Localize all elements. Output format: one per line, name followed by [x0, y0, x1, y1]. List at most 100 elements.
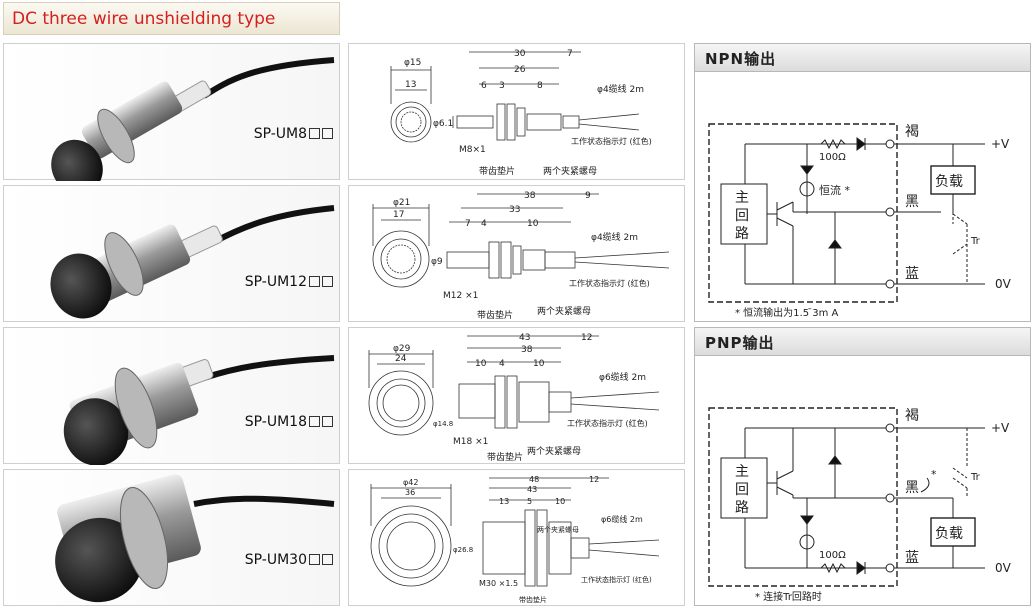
product-panel-um12: SP-UM12 — [3, 185, 340, 322]
dimension-drawing-um12: φ21 17 38 9 33 7 4 10 φ9 M12 ×1 φ4缆线 2m … — [348, 185, 685, 322]
svg-text:30: 30 — [514, 49, 526, 59]
svg-text:褐: 褐 — [905, 408, 919, 424]
svg-text:带齿垫片: 带齿垫片 — [487, 451, 523, 463]
svg-text:8: 8 — [537, 81, 543, 91]
sensor-photo — [50, 205, 335, 319]
svg-text:黑: 黑 — [905, 194, 919, 210]
svg-text:工作状态指示灯 (红色): 工作状态指示灯 (红色) — [581, 575, 652, 584]
svg-text:φ42: φ42 — [403, 478, 418, 487]
svg-text:黑: 黑 — [905, 480, 919, 496]
svg-text:恒流 *: 恒流 * — [819, 183, 850, 197]
svg-text:33: 33 — [509, 205, 520, 215]
svg-text:12: 12 — [589, 475, 599, 484]
svg-text:带齿垫片: 带齿垫片 — [479, 165, 515, 177]
npn-header: NPN输出 — [695, 44, 1030, 72]
svg-text:工作状态指示灯 (红色): 工作状态指示灯 (红色) — [571, 136, 652, 146]
svg-text:φ14.8: φ14.8 — [433, 420, 453, 428]
model-label-um18: SP-UM18 — [245, 414, 333, 430]
dimension-drawing-um30: φ42 36 48 12 43 13 5 10 φ26.8 M30 ×1.5 φ… — [348, 469, 685, 606]
svg-text:两个夹紧螺母: 两个夹紧螺母 — [527, 445, 581, 457]
svg-text:10: 10 — [475, 359, 487, 369]
svg-text:φ21: φ21 — [393, 198, 410, 208]
svg-text:7: 7 — [465, 219, 471, 229]
dimension-drawing-um8: φ15 13 30 7 26 6 3 8 φ6.1 M8×1 φ4缆线 2m 工… — [348, 43, 685, 180]
svg-text:10: 10 — [527, 219, 539, 229]
svg-text:两个夹紧螺母: 两个夹紧螺母 — [537, 525, 579, 534]
model-label-um8: SP-UM8 — [254, 126, 333, 142]
npn-circuit-svg: 主 回 路 褐 黑 蓝 +V 0V 负载 100Ω 恒流 * Tr * 恒流输出… — [708, 123, 1012, 319]
svg-text:*: * — [931, 468, 937, 481]
svg-text:36: 36 — [405, 488, 415, 497]
svg-text:φ29: φ29 — [393, 344, 411, 354]
svg-text:φ15: φ15 — [404, 58, 421, 68]
svg-text:+V: +V — [991, 421, 1010, 435]
svg-text:43: 43 — [519, 333, 530, 343]
svg-text:φ9: φ9 — [431, 257, 443, 267]
svg-text:M12 ×1: M12 ×1 — [443, 291, 478, 301]
svg-text:10: 10 — [555, 497, 565, 506]
page-title: DC three wire unshielding type — [12, 9, 276, 29]
svg-text:φ4缆线 2m: φ4缆线 2m — [591, 231, 638, 243]
pnp-header: PNP输出 — [695, 328, 1030, 356]
svg-text:9: 9 — [585, 191, 591, 201]
svg-text:7: 7 — [567, 49, 573, 59]
svg-text:48: 48 — [529, 475, 539, 484]
svg-text:* 连接Tr回路时: * 连接Tr回路时 — [755, 590, 822, 603]
dimension-svg: φ29 24 43 12 38 10 4 10 φ14.8 M18 ×1 φ6缆… — [368, 333, 660, 463]
svg-text:φ4缆线 2m: φ4缆线 2m — [597, 83, 644, 95]
product-panel-um8: SP-UM8 — [3, 43, 340, 181]
svg-text:回: 回 — [735, 208, 749, 224]
svg-text:蓝: 蓝 — [905, 550, 919, 566]
title-bar: DC three wire unshielding type — [3, 2, 340, 35]
dimension-svg: φ42 36 48 12 43 13 5 10 φ26.8 M30 ×1.5 φ… — [370, 475, 660, 604]
svg-text:褐: 褐 — [905, 124, 919, 140]
svg-text:带齿垫片: 带齿垫片 — [477, 309, 513, 321]
svg-text:5: 5 — [527, 497, 532, 506]
svg-text:带齿垫片: 带齿垫片 — [519, 595, 547, 604]
svg-text:工作状态指示灯 (红色): 工作状态指示灯 (红色) — [567, 418, 648, 428]
svg-text:4: 4 — [499, 359, 505, 369]
svg-text:φ6缆线 2m: φ6缆线 2m — [599, 371, 646, 383]
svg-text:100Ω: 100Ω — [819, 152, 846, 163]
svg-text:负载: 负载 — [935, 526, 963, 542]
svg-text:两个夹紧螺母: 两个夹紧螺母 — [537, 305, 591, 317]
svg-text:4: 4 — [481, 219, 487, 229]
svg-text:蓝: 蓝 — [905, 266, 919, 282]
svg-text:主: 主 — [735, 464, 749, 480]
svg-text:φ6缆线 2m: φ6缆线 2m — [601, 514, 643, 524]
svg-text:φ6.1: φ6.1 — [433, 119, 453, 129]
product-panel-um18: SP-UM18 — [3, 327, 340, 465]
svg-text:回: 回 — [735, 482, 749, 498]
svg-text:+V: +V — [991, 137, 1010, 151]
svg-text:两个夹紧螺母: 两个夹紧螺母 — [543, 165, 597, 177]
svg-text:主: 主 — [735, 190, 749, 206]
svg-text:Tr: Tr — [970, 236, 981, 247]
svg-text:10: 10 — [533, 359, 545, 369]
svg-text:13: 13 — [499, 497, 509, 506]
svg-text:24: 24 — [395, 354, 407, 364]
npn-circuit-panel: NPN输出 主 回 路 — [694, 43, 1031, 322]
svg-text:6: 6 — [481, 81, 487, 91]
svg-text:17: 17 — [393, 210, 404, 220]
model-label-um12: SP-UM12 — [245, 274, 333, 290]
svg-text:φ26.8: φ26.8 — [453, 546, 473, 554]
svg-text:12: 12 — [581, 333, 592, 343]
svg-text:38: 38 — [524, 191, 536, 201]
svg-text:26: 26 — [514, 65, 526, 75]
dimension-svg: φ21 17 38 9 33 7 4 10 φ9 M12 ×1 φ4缆线 2m … — [372, 191, 670, 321]
svg-text:* 恒流输出为1.5 ̄3m A: * 恒流输出为1.5 ̄3m A — [735, 306, 839, 319]
svg-text:Tr: Tr — [970, 472, 981, 483]
svg-text:路: 路 — [735, 500, 749, 516]
svg-text:M18 ×1: M18 ×1 — [453, 437, 488, 447]
dimension-svg: φ15 13 30 7 26 6 3 8 φ6.1 M8×1 φ4缆线 2m 工… — [390, 49, 652, 177]
sensor-photo — [63, 355, 335, 465]
dimension-drawing-um18: φ29 24 43 12 38 10 4 10 φ14.8 M18 ×1 φ6缆… — [348, 327, 685, 464]
svg-text:0V: 0V — [995, 277, 1012, 291]
svg-text:负载: 负载 — [935, 174, 963, 190]
svg-text:路: 路 — [735, 226, 749, 242]
svg-text:43: 43 — [527, 485, 537, 494]
sensor-photo — [55, 474, 335, 603]
svg-text:100Ω: 100Ω — [819, 550, 846, 561]
svg-text:38: 38 — [521, 345, 533, 355]
svg-text:M8×1: M8×1 — [459, 145, 486, 155]
